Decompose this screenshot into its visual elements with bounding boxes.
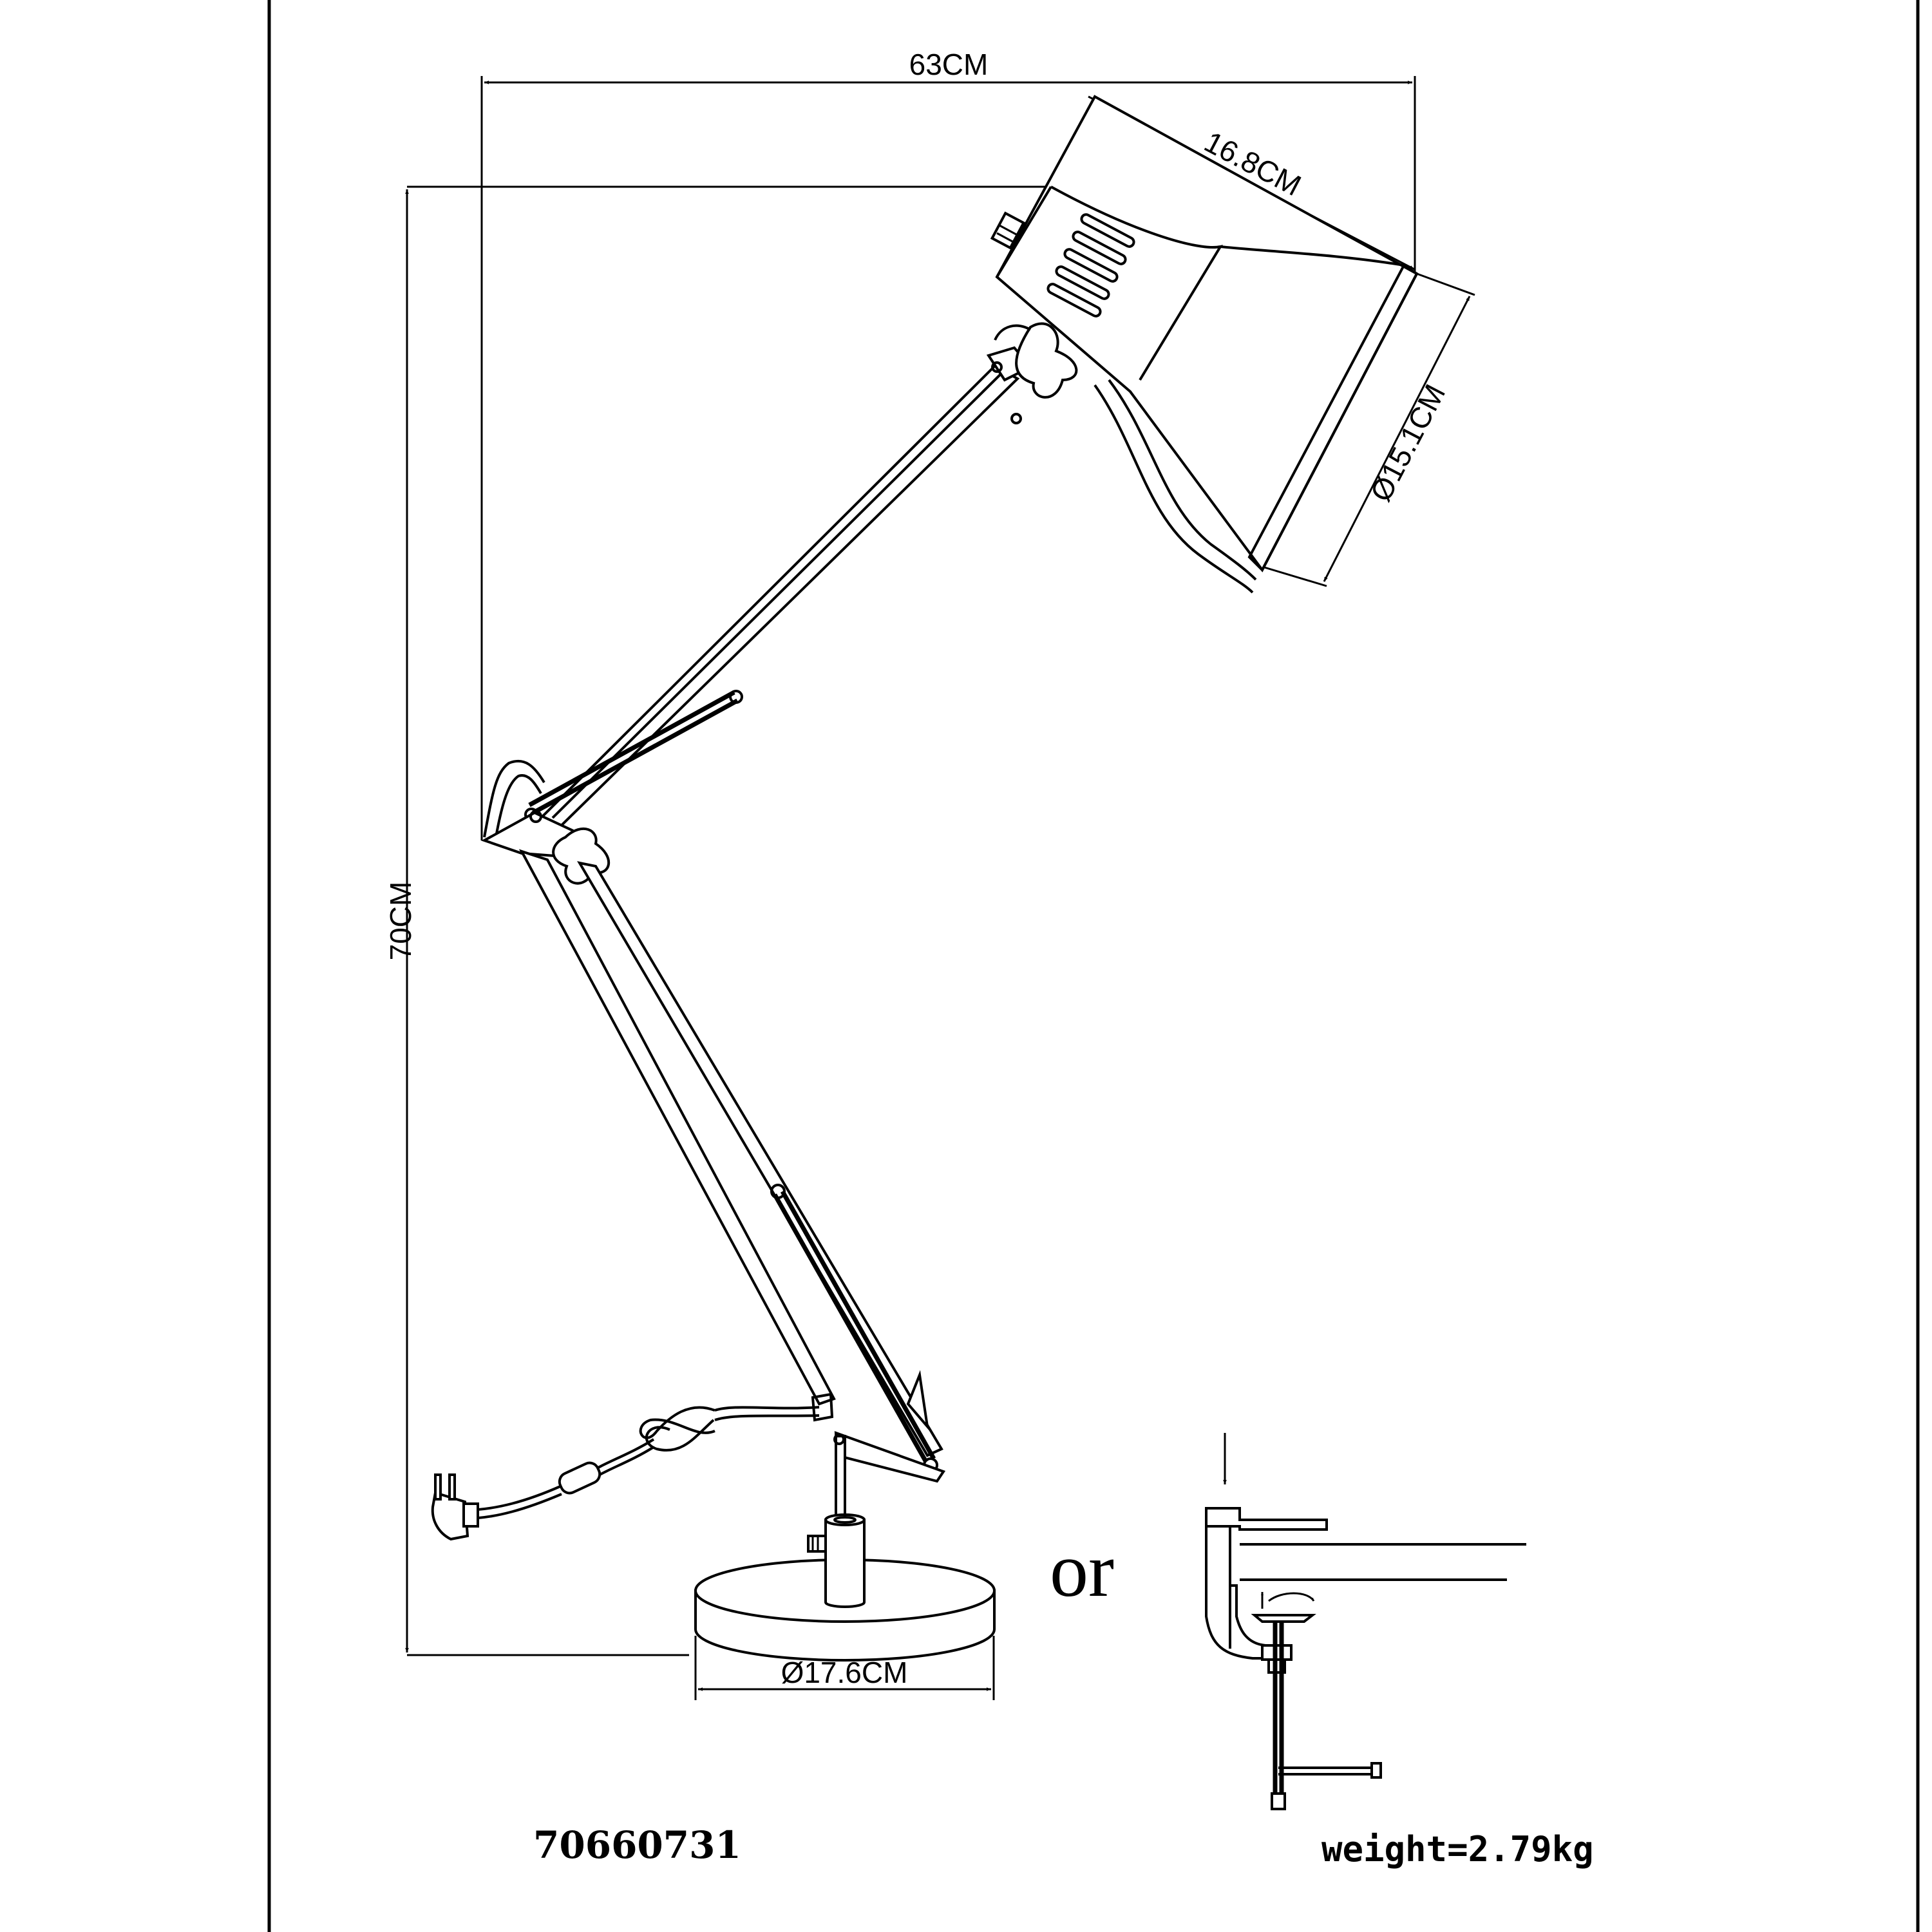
dimension-overall-height: 70CM — [384, 185, 1046, 1656]
shade-switch — [990, 211, 1026, 250]
shade-vent-slots — [1046, 213, 1135, 317]
overall-width-label: 63CM — [909, 48, 989, 81]
model-number: 70660731 — [533, 1823, 741, 1867]
weight-label: weight=2.79kg — [1321, 1829, 1594, 1870]
lower-arm — [518, 849, 946, 1534]
upper-arm — [524, 322, 1078, 838]
drawing-frame — [267, 0, 1920, 1932]
power-cord — [431, 1406, 820, 1541]
lamp-base — [694, 1513, 996, 1662]
alternative-mount-label: or — [1050, 1527, 1114, 1613]
dimension-overall-width: 63CM — [480, 48, 1416, 840]
shade-diameter-label: Ø15.1CM — [1363, 379, 1452, 507]
lamp-shade — [990, 95, 1419, 594]
desk-clamp — [1205, 1433, 1526, 1810]
overall-height-label: 70CM — [384, 882, 417, 961]
